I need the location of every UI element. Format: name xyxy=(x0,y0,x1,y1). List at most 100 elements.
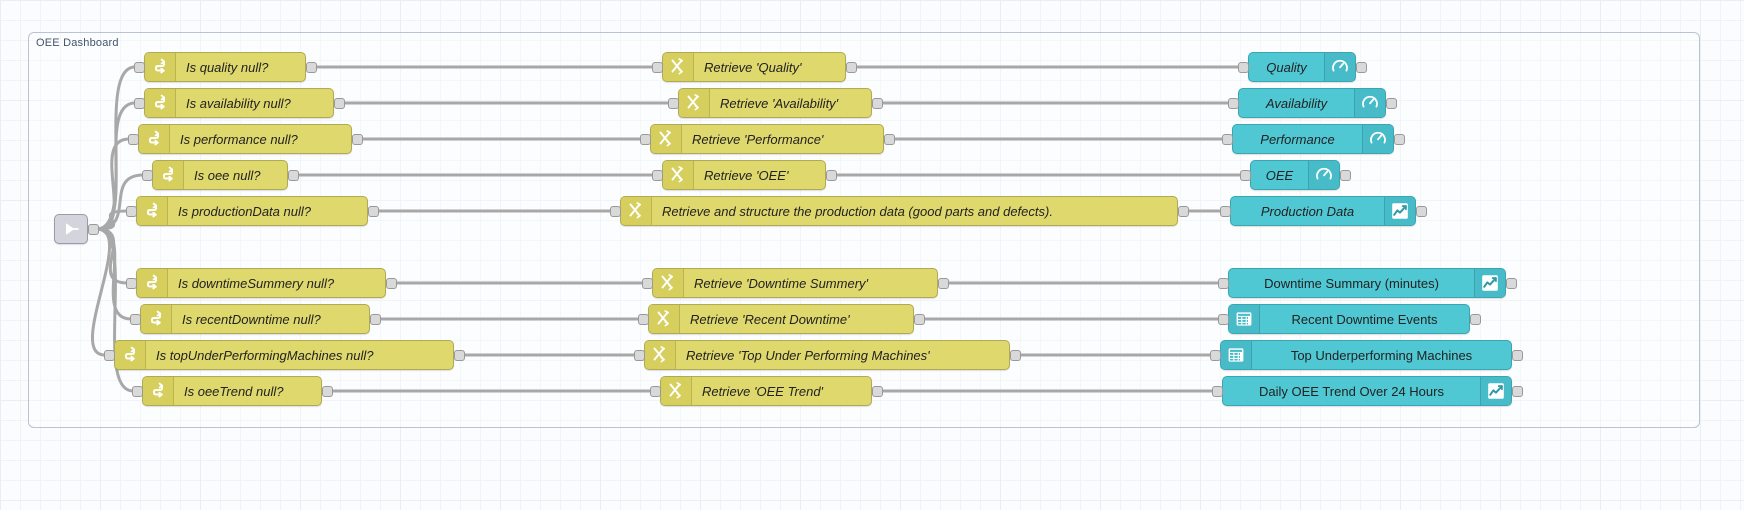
dashboard-node-8-output-port[interactable] xyxy=(1511,385,1523,397)
switch-node-5-output-port[interactable] xyxy=(385,277,397,289)
switch-node-5[interactable]: Is downtimeSummery null? xyxy=(136,268,386,298)
dashboard-node-8[interactable]: Daily OEE Trend Over 24 Hours xyxy=(1222,376,1512,406)
dashboard-node-0-output-port[interactable] xyxy=(1355,61,1367,73)
dashboard-node-5-input-port[interactable] xyxy=(1217,277,1229,289)
switch-node-3[interactable]: Is oee null? xyxy=(152,160,288,190)
change-node-5-label: Retrieve 'Downtime Summery' xyxy=(694,275,869,291)
switch-node-3-output-port[interactable] xyxy=(287,169,299,181)
change-node-3-output-port[interactable] xyxy=(825,169,837,181)
switch-node-4-label: Is productionData null? xyxy=(178,203,311,219)
change-node-8[interactable]: Retrieve 'OEE Trend' xyxy=(660,376,872,406)
dashboard-node-3-output-port[interactable] xyxy=(1339,169,1351,181)
change-node-1-output-port[interactable] xyxy=(871,97,883,109)
dashboard-node-7-input-port[interactable] xyxy=(1209,349,1221,361)
change-node-1[interactable]: Retrieve 'Availability' xyxy=(678,88,872,118)
dashboard-node-3[interactable]: OEE xyxy=(1250,160,1340,190)
change-node-6[interactable]: Retrieve 'Recent Downtime' xyxy=(648,304,914,334)
switch-node-3-label: Is oee null? xyxy=(194,167,261,183)
switch-node-4[interactable]: Is productionData null? xyxy=(136,196,368,226)
dashboard-node-1[interactable]: Availability xyxy=(1238,88,1386,118)
change-icon xyxy=(663,161,694,189)
change-node-5[interactable]: Retrieve 'Downtime Summery' xyxy=(652,268,938,298)
dashboard-node-1-input-port[interactable] xyxy=(1227,97,1239,109)
change-node-5-output-port[interactable] xyxy=(937,277,949,289)
switch-node-0[interactable]: Is quality null? xyxy=(144,52,306,82)
switch-node-5-input-port[interactable] xyxy=(125,277,137,289)
dashboard-node-5-output-port[interactable] xyxy=(1505,277,1517,289)
switch-node-3-input-port[interactable] xyxy=(141,169,153,181)
change-node-4-input-port[interactable] xyxy=(609,205,621,217)
switch-node-2-input-port[interactable] xyxy=(127,133,139,145)
dashboard-node-3-input-port[interactable] xyxy=(1239,169,1251,181)
switch-node-2-output-port[interactable] xyxy=(351,133,363,145)
change-icon xyxy=(645,341,676,369)
change-node-3-input-port[interactable] xyxy=(651,169,663,181)
line-chart-icon xyxy=(1480,377,1511,405)
switch-node-6[interactable]: Is recentDowntime null? xyxy=(140,304,370,334)
change-node-4-output-port[interactable] xyxy=(1177,205,1189,217)
dashboard-node-4[interactable]: Production Data xyxy=(1230,196,1416,226)
link-in-output-port[interactable] xyxy=(87,223,99,235)
change-node-4[interactable]: Retrieve and structure the production da… xyxy=(620,196,1178,226)
switch-node-7-input-port[interactable] xyxy=(103,349,115,361)
dashboard-node-6-output-port[interactable] xyxy=(1469,313,1481,325)
switch-node-2-label: Is performance null? xyxy=(180,131,298,147)
switch-icon xyxy=(145,53,176,81)
change-node-6-label: Retrieve 'Recent Downtime' xyxy=(690,311,850,327)
change-node-2[interactable]: Retrieve 'Performance' xyxy=(650,124,884,154)
switch-node-2[interactable]: Is performance null? xyxy=(138,124,352,154)
switch-node-4-input-port[interactable] xyxy=(125,205,137,217)
switch-node-6-output-port[interactable] xyxy=(369,313,381,325)
link-in-node[interactable] xyxy=(54,214,88,244)
dashboard-node-0-input-port[interactable] xyxy=(1237,61,1249,73)
change-node-2-output-port[interactable] xyxy=(883,133,895,145)
dashboard-node-1-output-port[interactable] xyxy=(1385,97,1397,109)
dashboard-node-4-input-port[interactable] xyxy=(1219,205,1231,217)
change-node-1-label: Retrieve 'Availability' xyxy=(720,95,839,111)
change-node-1-input-port[interactable] xyxy=(667,97,679,109)
switch-node-0-input-port[interactable] xyxy=(133,61,145,73)
dashboard-node-6[interactable]: Recent Downtime Events xyxy=(1228,304,1470,334)
dashboard-node-2-input-port[interactable] xyxy=(1221,133,1233,145)
change-node-0[interactable]: Retrieve 'Quality' xyxy=(662,52,846,82)
dashboard-node-8-label: Daily OEE Trend Over 24 Hours xyxy=(1259,383,1444,399)
dashboard-node-2[interactable]: Performance xyxy=(1232,124,1394,154)
change-node-8-output-port[interactable] xyxy=(871,385,883,397)
switch-node-4-output-port[interactable] xyxy=(367,205,379,217)
dashboard-node-7[interactable]: Top Underperforming Machines xyxy=(1220,340,1512,370)
dashboard-node-0[interactable]: Quality xyxy=(1248,52,1356,82)
switch-node-8-input-port[interactable] xyxy=(131,385,143,397)
switch-icon xyxy=(153,161,184,189)
switch-node-8-output-port[interactable] xyxy=(321,385,333,397)
change-node-2-input-port[interactable] xyxy=(639,133,651,145)
dashboard-node-8-input-port[interactable] xyxy=(1211,385,1223,397)
change-node-0-label: Retrieve 'Quality' xyxy=(704,59,802,75)
dashboard-node-6-input-port[interactable] xyxy=(1217,313,1229,325)
link-in-icon xyxy=(55,215,87,243)
dashboard-node-7-output-port[interactable] xyxy=(1511,349,1523,361)
switch-node-7-output-port[interactable] xyxy=(453,349,465,361)
switch-node-6-input-port[interactable] xyxy=(129,313,141,325)
dashboard-node-2-output-port[interactable] xyxy=(1393,133,1405,145)
switch-node-1-input-port[interactable] xyxy=(133,97,145,109)
switch-node-7[interactable]: Is topUnderPerformingMachines null? xyxy=(114,340,454,370)
change-node-0-output-port[interactable] xyxy=(845,61,857,73)
change-node-7-output-port[interactable] xyxy=(1009,349,1021,361)
change-node-8-input-port[interactable] xyxy=(649,385,661,397)
dashboard-node-4-output-port[interactable] xyxy=(1415,205,1427,217)
change-node-0-input-port[interactable] xyxy=(651,61,663,73)
dashboard-node-5[interactable]: Downtime Summary (minutes) xyxy=(1228,268,1506,298)
change-node-6-input-port[interactable] xyxy=(637,313,649,325)
change-node-5-input-port[interactable] xyxy=(641,277,653,289)
switch-node-0-output-port[interactable] xyxy=(305,61,317,73)
change-node-2-label: Retrieve 'Performance' xyxy=(692,131,824,147)
switch-node-1-output-port[interactable] xyxy=(333,97,345,109)
change-node-7[interactable]: Retrieve 'Top Under Performing Machines' xyxy=(644,340,1010,370)
switch-icon xyxy=(145,89,176,117)
change-node-3[interactable]: Retrieve 'OEE' xyxy=(662,160,826,190)
switch-node-8[interactable]: Is oeeTrend null? xyxy=(142,376,322,406)
change-node-6-output-port[interactable] xyxy=(913,313,925,325)
switch-node-1[interactable]: Is availability null? xyxy=(144,88,334,118)
change-node-7-input-port[interactable] xyxy=(633,349,645,361)
